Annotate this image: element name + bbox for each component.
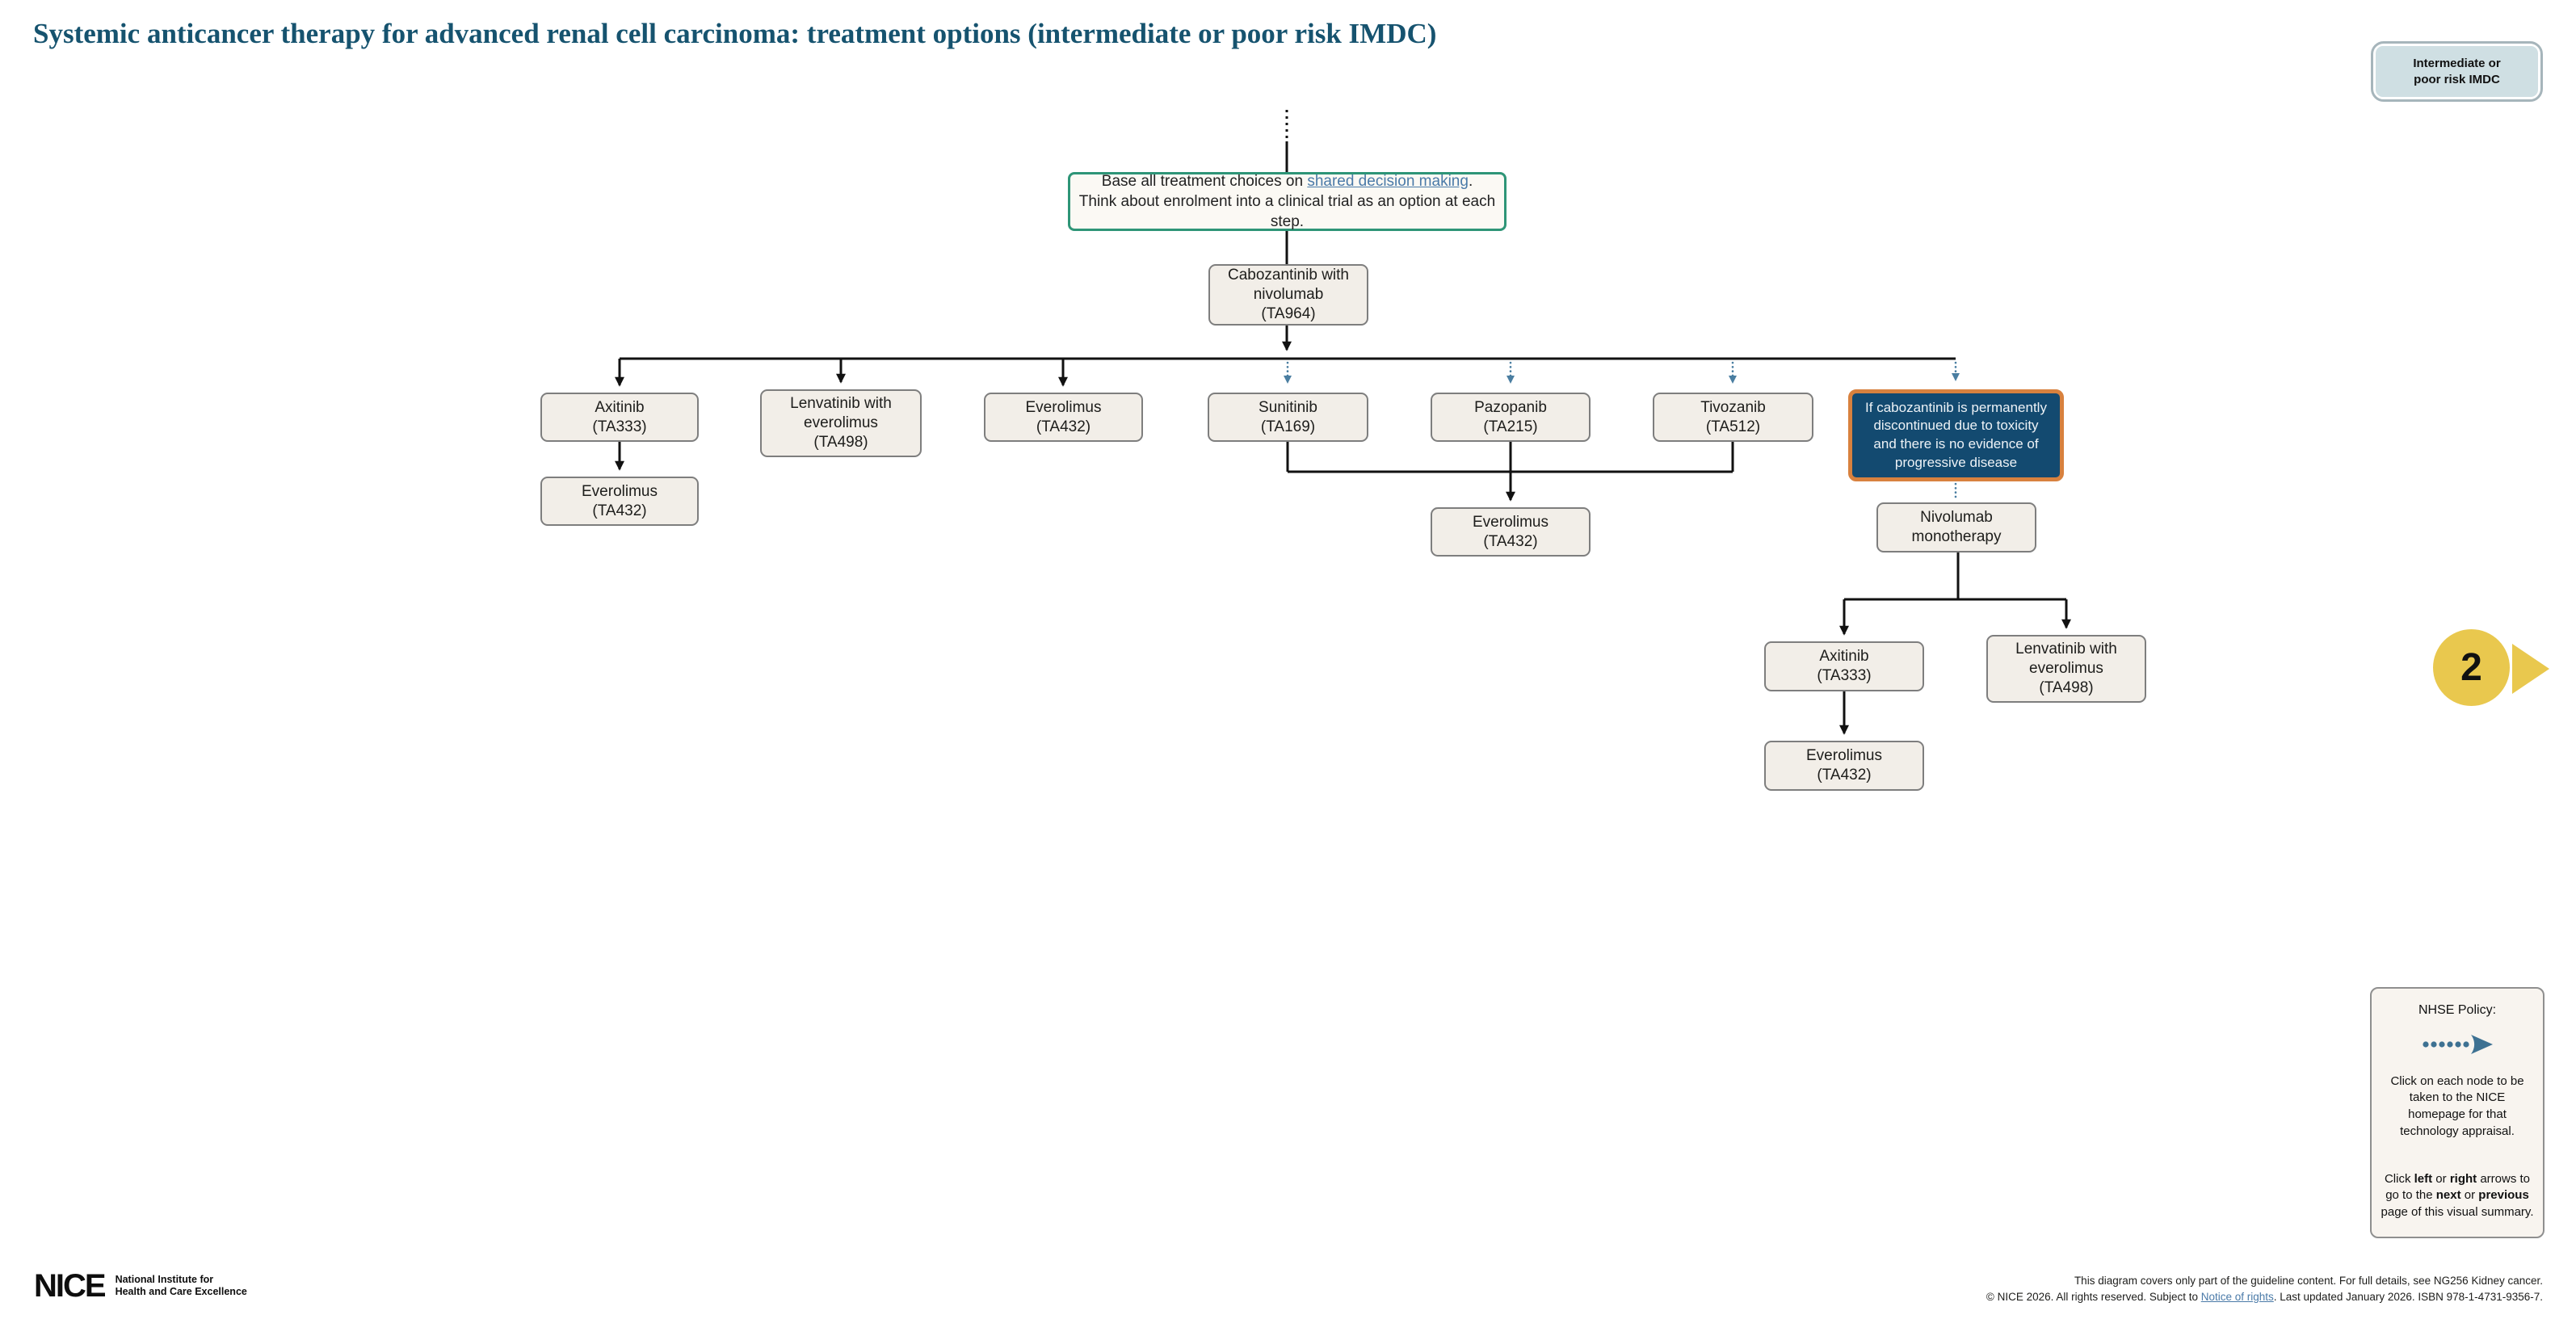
node-sunitinib-ta169[interactable]: Sunitinib (TA169) bbox=[1208, 393, 1368, 442]
shared-decision-note-line1: Base all treatment choices on shared dec… bbox=[1101, 172, 1473, 190]
legend-node-instruction: Click on each node to be taken to the NI… bbox=[2390, 1073, 2524, 1138]
footer-line2: © NICE 2026. All rights reserved. Subjec… bbox=[1986, 1290, 2543, 1303]
nhse-policy-dotted-connectors bbox=[1284, 361, 1960, 502]
footer-copyright: This diagram covers only part of the gui… bbox=[1986, 1273, 2543, 1304]
legend-arrows-instruction: Click left or right arrows to go to the … bbox=[2381, 1171, 2534, 1219]
page-number-badge[interactable]: 2 bbox=[2433, 629, 2510, 706]
node-nivolumab-monotherapy[interactable]: Nivolumab monotherapy bbox=[1876, 502, 2036, 552]
node-axitinib-ta333[interactable]: Axitinib (TA333) bbox=[1764, 641, 1924, 691]
shared-decision-note: Base all treatment choices on shared dec… bbox=[1068, 172, 1507, 231]
shared-decision-making-link[interactable]: shared decision making bbox=[1307, 172, 1469, 190]
node-cabozantinib-nivolumab-ta964[interactable]: Cabozantinib with nivolumab (TA964) bbox=[1208, 264, 1368, 326]
node-tivozanib-ta512[interactable]: Tivozanib (TA512) bbox=[1653, 393, 1813, 442]
node-cabozantinib-discontinued-condition: If cabozantinib is permanently discontin… bbox=[1848, 389, 2064, 481]
shared-decision-note-line2: Think about enrolment into a clinical tr… bbox=[1078, 192, 1496, 231]
node-pazopanib-ta215[interactable]: Pazopanib (TA215) bbox=[1431, 393, 1591, 442]
node-everolimus-ta432[interactable]: Everolimus (TA432) bbox=[1764, 741, 1924, 791]
nhse-dotted-arrow-icon bbox=[2423, 1035, 2493, 1055]
node-everolimus-ta432[interactable]: Everolimus (TA432) bbox=[1431, 507, 1591, 557]
node-everolimus-ta432[interactable]: Everolimus (TA432) bbox=[540, 477, 699, 526]
nice-wordmark: NICE bbox=[34, 1268, 107, 1304]
notice-of-rights-link[interactable]: Notice of rights bbox=[2200, 1290, 2274, 1303]
footer-line1: This diagram covers only part of the gui… bbox=[2074, 1275, 2543, 1287]
risk-badge-label: Intermediate or poor risk IMDC bbox=[2376, 46, 2538, 97]
risk-badge: Intermediate or poor risk IMDC bbox=[2371, 41, 2543, 102]
node-axitinib-ta333[interactable]: Axitinib (TA333) bbox=[540, 393, 699, 442]
node-lenvatinib-everolimus-ta498[interactable]: Lenvatinib with everolimus (TA498) bbox=[760, 389, 922, 457]
nice-tagline: National Institute for Health and Care E… bbox=[115, 1274, 247, 1297]
nice-logo: NICE National Institute for Health and C… bbox=[34, 1270, 247, 1302]
node-lenvatinib-everolimus-ta498[interactable]: Lenvatinib with everolimus (TA498) bbox=[1986, 635, 2146, 703]
legend-box: NHSE Policy: Click on each node to be ta… bbox=[2370, 987, 2544, 1238]
page-title: Systemic anticancer therapy for advanced… bbox=[33, 18, 1437, 49]
legend-heading: NHSE Policy: bbox=[2418, 1003, 2497, 1017]
next-page-arrow-icon[interactable] bbox=[2512, 644, 2549, 694]
node-everolimus-ta432[interactable]: Everolimus (TA432) bbox=[984, 393, 1143, 442]
